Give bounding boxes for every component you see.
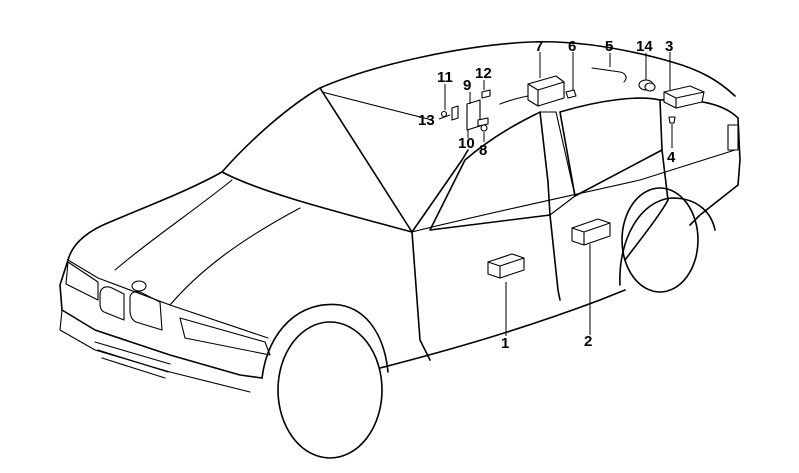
callout-2: 2 — [584, 333, 592, 350]
front-door-line — [549, 214, 561, 301]
parts — [440, 67, 705, 279]
callout-6: 6 — [568, 38, 576, 55]
callout-14: 14 — [636, 38, 653, 55]
part-14-lock-cylinder — [638, 79, 656, 92]
rear-wheel — [621, 187, 699, 293]
front-wheel — [277, 321, 383, 459]
hood-rear-edge — [221, 171, 413, 233]
a-pillar — [411, 149, 469, 233]
left-headlight — [65, 261, 99, 301]
lower-grille — [94, 341, 171, 379]
hood-outline — [67, 171, 223, 261]
callout-10: 10 — [458, 135, 475, 152]
part-4-clip — [668, 116, 676, 124]
car-body — [59, 40, 741, 459]
part-3-actuator — [663, 85, 705, 109]
part-1-control-unit — [487, 253, 525, 279]
callout-9: 9 — [463, 77, 471, 94]
leader-lines — [438, 52, 673, 336]
b-pillar — [539, 111, 576, 216]
callout-5: 5 — [605, 38, 613, 55]
front-face — [59, 259, 263, 379]
kidney-grille-left — [99, 286, 125, 321]
callout-1: 1 — [501, 335, 509, 352]
front-door-window — [429, 111, 551, 231]
callout-7: 7 — [535, 38, 543, 55]
part-5-rod — [591, 67, 627, 83]
callout-12: 12 — [475, 65, 492, 82]
bmw-badge — [131, 280, 147, 292]
rocker-panel — [379, 289, 626, 369]
front-bumper — [59, 309, 251, 393]
callout-13: 13 — [418, 112, 435, 129]
rear-door-window — [559, 97, 663, 197]
part-7-lock-module — [499, 75, 565, 107]
rear-door-line — [624, 149, 669, 261]
part-6-screw — [565, 89, 577, 99]
windshield-top — [319, 87, 413, 233]
callout-8: 8 — [479, 142, 487, 159]
belt-line — [411, 149, 736, 233]
rear-light — [727, 124, 739, 151]
rear-bumper — [689, 184, 739, 226]
right-headlight — [179, 317, 271, 356]
rear-wheel-arch — [619, 197, 716, 286]
body-side-upper — [411, 231, 431, 361]
part-2-control-unit — [571, 218, 611, 246]
front-wheel-arch — [261, 303, 389, 379]
windshield-divider — [321, 91, 433, 121]
callout-labels: 1 2 3 4 5 6 7 8 9 10 11 12 13 14 — [418, 38, 676, 352]
callout-11: 11 — [437, 69, 453, 86]
hood-crease — [114, 179, 233, 271]
callout-4: 4 — [667, 149, 676, 166]
hood-crease-2 — [169, 207, 301, 306]
callout-3: 3 — [665, 38, 673, 55]
kidney-grille-right — [129, 291, 163, 331]
roof-outline — [221, 40, 736, 173]
part-9-13-hardware — [440, 89, 491, 132]
